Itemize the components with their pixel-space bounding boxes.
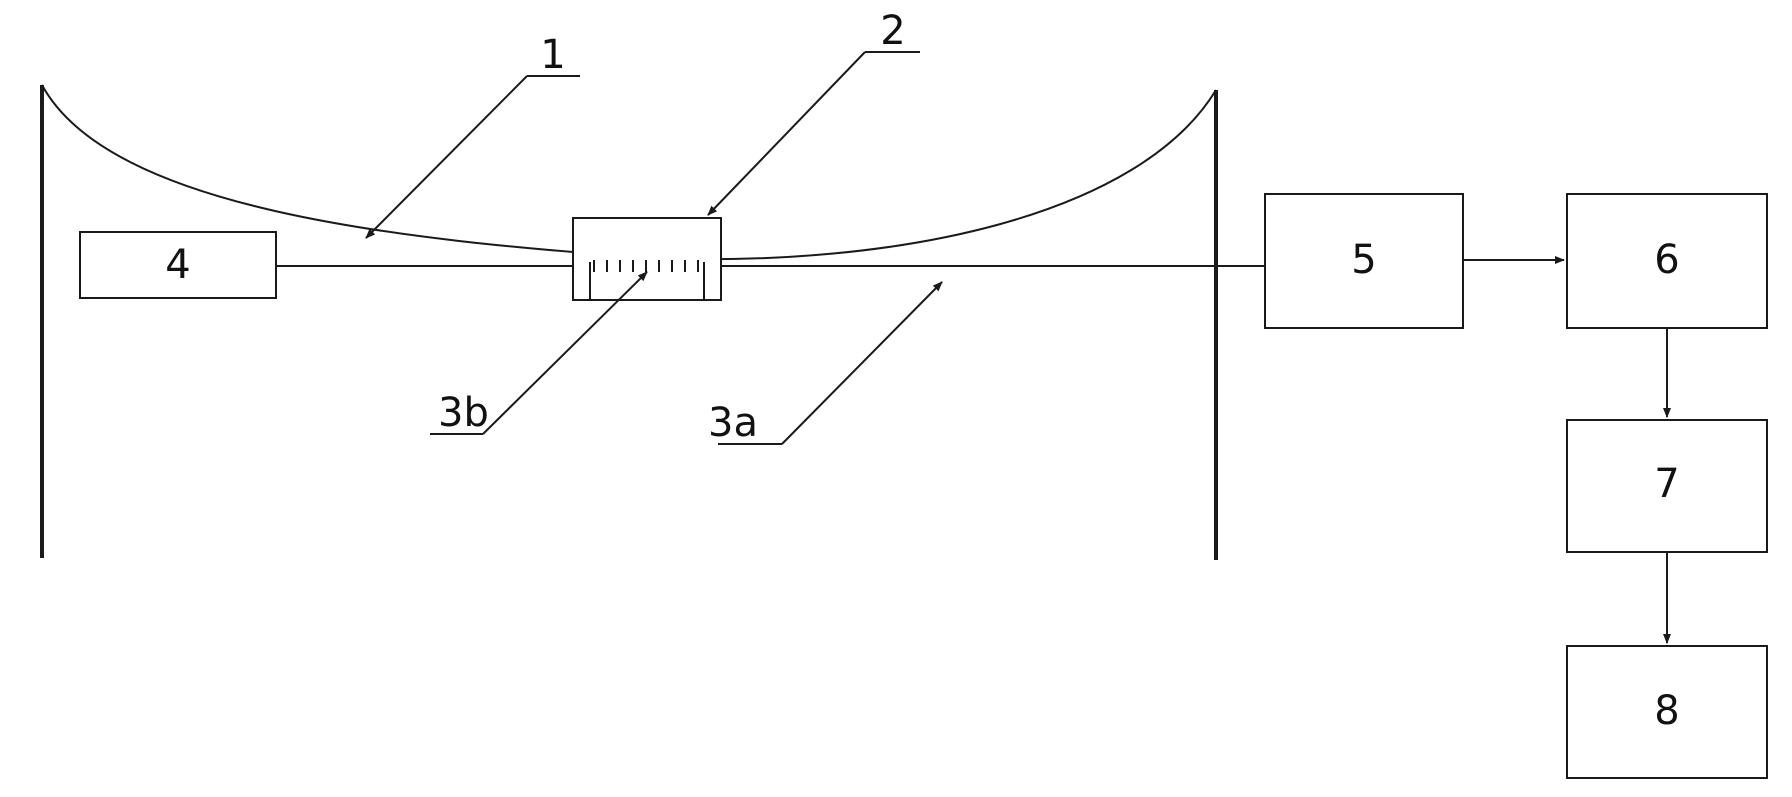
component-box-8: 8 — [1566, 645, 1768, 779]
callout-2: 2 — [707, 8, 920, 216]
callout-3b: 3b — [430, 271, 648, 436]
box-8-label: 8 — [1654, 688, 1679, 734]
grating-ticks-3b — [593, 260, 699, 272]
component-box-5: 5 — [1264, 193, 1464, 329]
callout-1: 1 — [365, 32, 580, 239]
component-box-6: 6 — [1566, 193, 1768, 329]
callout-3a-label: 3a — [708, 400, 758, 446]
callout-2-leader — [707, 51, 866, 216]
callout-1-label: 1 — [540, 32, 565, 78]
component-box-4: 4 — [79, 231, 277, 299]
callout-3b-label: 3b — [438, 390, 489, 436]
sensor-housing-2 — [572, 217, 722, 301]
component-box-7: 7 — [1566, 419, 1768, 553]
callout-3a-leader — [781, 281, 943, 445]
box-4-label: 4 — [165, 242, 190, 288]
box-5-label: 5 — [1351, 237, 1376, 283]
callout-2-label: 2 — [880, 8, 905, 54]
box-7-label: 7 — [1654, 461, 1679, 507]
callout-1-leader — [365, 75, 528, 239]
callout-3b-leader — [482, 271, 648, 435]
callout-3a: 3a — [708, 281, 943, 446]
box-6-label: 6 — [1654, 237, 1679, 283]
